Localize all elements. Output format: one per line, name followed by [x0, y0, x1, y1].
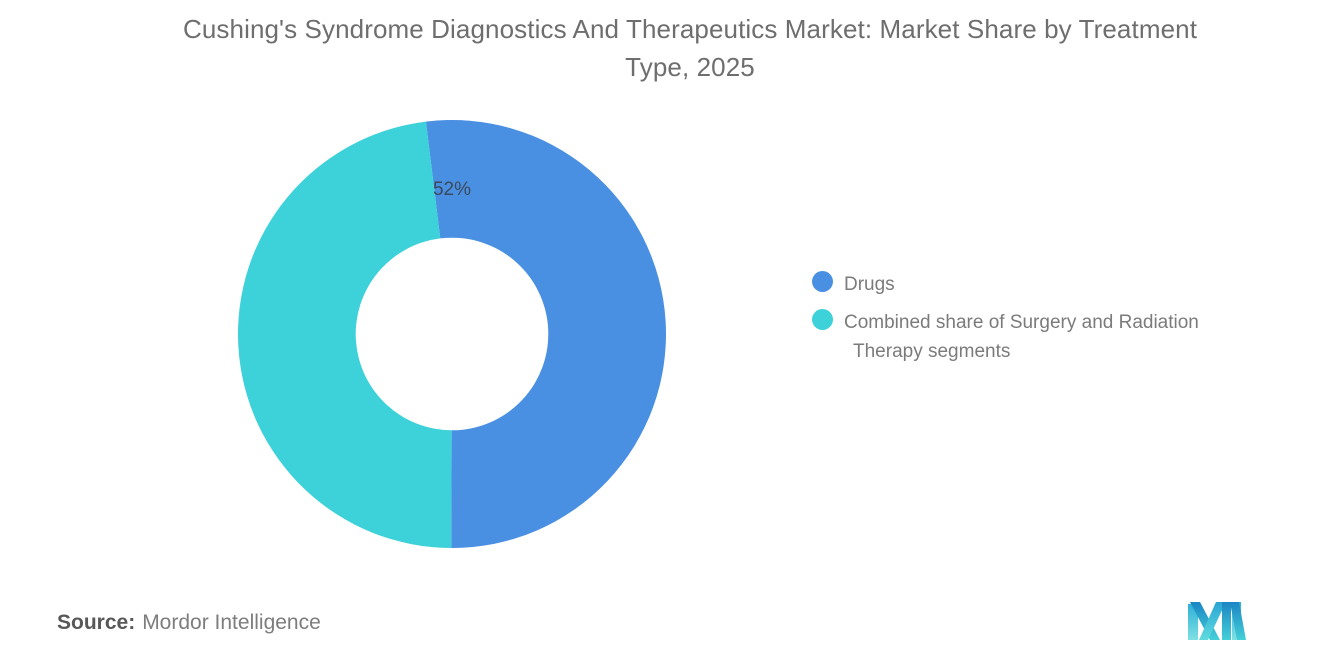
legend-label-combined-line1: Combined share of Surgery and Radiation	[844, 312, 1199, 333]
legend-label-combined-line2: Therapy segments	[853, 341, 1011, 362]
legend-label-drugs-line1: Drugs	[844, 274, 895, 295]
donut-slices	[238, 120, 666, 548]
chart-legend: Drugs Combined share of Surgery and Radi…	[812, 270, 1282, 375]
source-label: Source:	[57, 611, 136, 634]
legend-label-drugs: Drugs	[844, 270, 895, 299]
source-attribution: Source: Mordor Intelligence	[57, 611, 321, 635]
legend-item-drugs[interactable]: Drugs	[812, 270, 1282, 299]
donut-slice-combined-surgery-radiation[interactable]	[238, 121, 452, 548]
legend-swatch-combined-surgery-radiation-icon	[812, 309, 833, 330]
donut-chart-svg	[238, 120, 666, 548]
source-value: Mordor Intelligence	[142, 611, 321, 634]
donut-slice-drugs[interactable]	[425, 120, 666, 548]
legend-label-combined-surgery-radiation: Combined share of Surgery and Radiation …	[844, 308, 1199, 366]
mordor-intelligence-logo-icon	[1186, 598, 1248, 640]
legend-item-combined-surgery-radiation[interactable]: Combined share of Surgery and Radiation …	[812, 308, 1282, 366]
donut-chart: 52%	[238, 120, 666, 548]
chart-title: Cushing's Syndrome Diagnostics And Thera…	[182, 14, 1198, 82]
legend-swatch-drugs-icon	[812, 271, 833, 292]
